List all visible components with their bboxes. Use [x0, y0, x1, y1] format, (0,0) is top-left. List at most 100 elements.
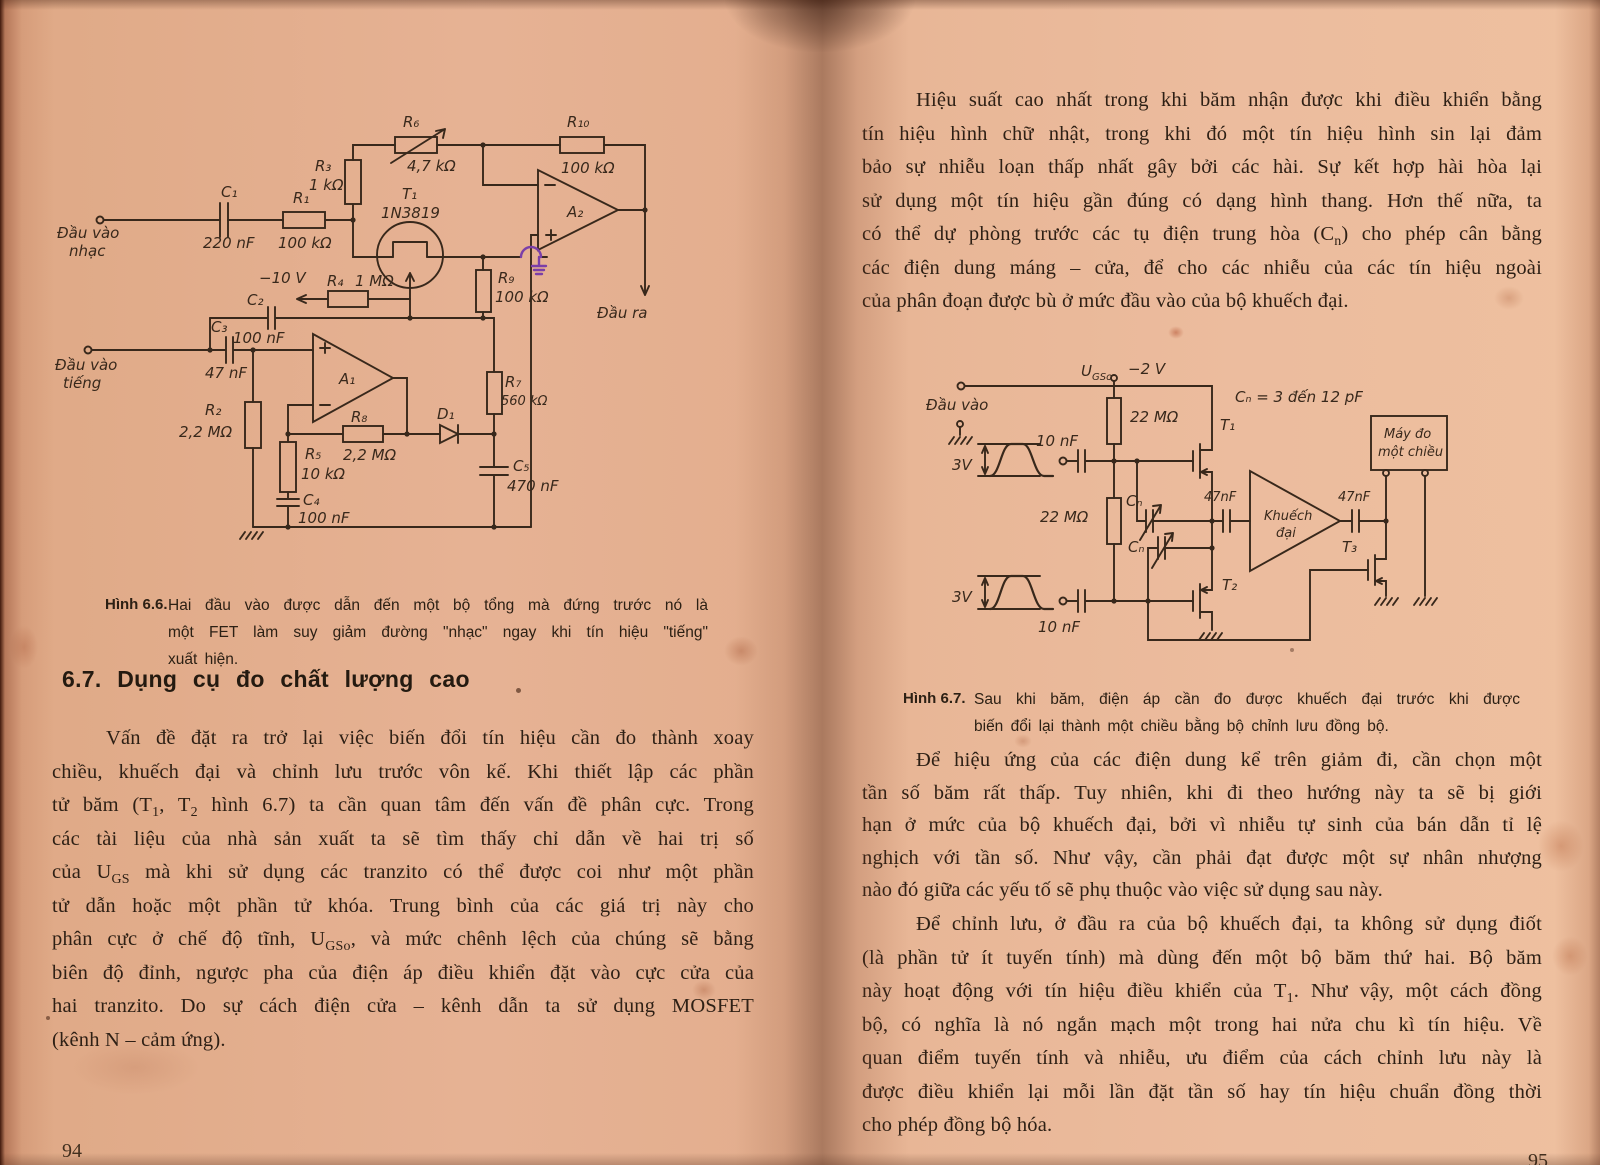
fig66-vneg-label: −10 V: [259, 269, 307, 287]
figure-6-6-caption-label: Hình 6.6.: [105, 596, 168, 613]
fig67-ugso-label: UGSo: [1081, 362, 1112, 383]
left-paragraph: Vấn đề đặt ra trở lại việc biến đổi tín …: [52, 722, 754, 1057]
fig66-r1-ref: R₁: [293, 189, 309, 207]
fig67-meter-label2: một chiều: [1378, 445, 1443, 460]
figure-6-7-caption: Sau khi băm, điện áp cần đo được khuếch …: [974, 686, 1520, 740]
fig66-r9-value: 100 kΩ: [495, 288, 549, 306]
text-line: này hoạt động với tín hiệu điều khiển củ…: [862, 980, 1543, 1007]
fig67-t2-ref: T₂: [1222, 576, 1237, 594]
fig66-c2-ref: C₂: [247, 291, 264, 309]
fig66-r3-value: 1 kΩ: [309, 176, 344, 194]
fig67-c1-value: 10 nF: [1036, 432, 1078, 450]
page-number-left: 94: [62, 1140, 82, 1162]
fig67-c47b-value: 47nF: [1338, 490, 1371, 505]
caption-line: một FET làm suy giảm đường "nhạc" ngay k…: [168, 624, 708, 641]
fig66-t1-type: 1N3819: [381, 204, 440, 222]
figure-6-7-schematic: Đầu vào UGSo −2 V 22 MΩ 10 nF 3V 22 MΩ 3…: [926, 360, 1448, 641]
fig66-a2-ref: A₂: [566, 203, 583, 221]
fig66-r4-ref: R₄: [327, 272, 343, 290]
fig67-c47a-value: 47nF: [1204, 490, 1237, 505]
text-line: chiều, khuếch đại và chỉnh lưu trước vôn…: [52, 760, 754, 783]
text-line: có thể dự phòng trước các tụ điện trung …: [862, 223, 1542, 250]
ink-speck: [46, 1016, 50, 1020]
text-line: Để hiệu ứng của các điện dung kể trên gi…: [916, 749, 1542, 771]
fig66-r5-value: 10 kΩ: [301, 465, 346, 483]
fig66-r10-ref: R₁₀: [567, 113, 589, 131]
text-line: biên độ đỉnh, ngược pha của điện áp điều…: [52, 961, 754, 984]
fig67-r1-value: 22 MΩ: [1130, 408, 1179, 426]
text-line: của phân đoạn được bù ở mức đầu vào của …: [862, 290, 1349, 312]
fig67-c2-value: 10 nF: [1038, 618, 1080, 636]
fig67-meter-label: Máy đo: [1384, 427, 1431, 442]
fig67-wave2-amplitude: 3V: [952, 588, 974, 606]
fig66-wires: [83, 128, 650, 540]
text-line: tần số băm rất thấp. Tuy nhiên, khi đi t…: [862, 781, 1542, 804]
fig67-amp-label: Khuếch: [1264, 509, 1312, 524]
text-line: phân cực ở chế độ tĩnh, UGSo, và mức chê…: [52, 928, 754, 955]
fig66-r5-ref: R₅: [305, 445, 321, 463]
fig67-cn-note: Cₙ = 3 đến 12 pF: [1235, 388, 1363, 406]
right-top-paragraph: Hiệu suất cao nhất trong khi băm nhận đư…: [862, 84, 1542, 319]
caption-line: xuất hiện.: [168, 651, 239, 668]
fig67-wave1-amplitude: 3V: [952, 456, 974, 474]
fig66-output-label: Đầu ra: [597, 304, 647, 322]
paper-stain: [1168, 326, 1184, 339]
fig67-amp-label2: đại: [1276, 526, 1296, 541]
text-line: cho phép đồng bộ hóa.: [862, 1114, 1053, 1136]
fig66-r8-value: 2,2 MΩ: [343, 446, 397, 464]
fig66-r7-ref: R₇: [505, 373, 521, 391]
text-line: Để chỉnh lưu, ở đầu ra của bộ khuếch đại…: [916, 913, 1542, 935]
text-line: hai tranzito. Do sự cách điện cửa – kênh…: [52, 995, 754, 1017]
text-line: (là phần tử ít tuyến tính) mà dùng đến m…: [862, 946, 1542, 969]
fig66-d1-ref: D₁: [437, 405, 455, 423]
page-edge-left: [0, 0, 54, 1165]
text-line: bộ, có nghĩa là nó ngắn mạch một trong h…: [862, 1013, 1542, 1036]
fig66-c3-value: 47 nF: [205, 364, 247, 382]
figure-6-6-schematic: Đầu vào nhạc C₁ 220 nF R₁ 100 kΩ R₃ 1 kΩ…: [55, 113, 650, 540]
text-line: các tài liệu của nhà sản xuất ta sẽ tìm …: [52, 827, 754, 850]
fig66-r1-value: 100 kΩ: [278, 234, 332, 252]
text-line: Vấn đề đặt ra trở lại việc biến đổi tín …: [106, 727, 754, 749]
fig66-r8-ref: R₈: [351, 408, 367, 426]
fig66-r6-value: 4,7 kΩ: [407, 157, 456, 175]
paper-stain: [1552, 936, 1588, 976]
text-line: sử dụng một tín hiệu gần đúng có dạng hì…: [862, 189, 1542, 212]
paper-stain: [10, 625, 38, 669]
figure-6-7-caption-label: Hình 6.7.: [903, 690, 966, 707]
fig67-cn1-ref: Cₙ: [1126, 492, 1142, 510]
fig66-c1-ref: C₁: [221, 183, 238, 201]
fig67-input-label: Đầu vào: [926, 396, 988, 414]
text-line: tín hiệu hình chữ nhật, trong khi đó một…: [862, 122, 1542, 145]
pen-annotation: [519, 245, 548, 276]
fig66-c5-ref: C₅: [513, 457, 530, 475]
text-line: của UGS mà khi sử dụng các tranzito có t…: [52, 861, 754, 888]
fig67-r2-value: 22 MΩ: [1040, 508, 1089, 526]
fig67-wires: [948, 374, 1448, 641]
fig66-r6-ref: R₆: [403, 113, 419, 131]
fig66-c4-value: 100 nF: [298, 509, 350, 527]
fig67-vneg-label: −2 V: [1128, 360, 1167, 378]
fig66-r2-ref: R₂: [205, 401, 221, 419]
text-line: được điều khiển lại mỗi lần đặt tần số h…: [862, 1080, 1542, 1103]
fig66-c1-value: 220 nF: [203, 234, 255, 252]
text-line: nào đó giữa các yếu tố sẽ phụ thuộc vào …: [862, 879, 1383, 901]
text-line: hạn ở mức của bộ khuếch đại, bởi vì nhiễ…: [862, 814, 1542, 836]
fig66-r7-value: 560 kΩ: [501, 394, 547, 409]
fig67-t1-ref: T₁: [1220, 416, 1235, 434]
fig66-r10-value: 100 kΩ: [561, 159, 615, 177]
fig66-input1-label: Đầu vào: [57, 224, 119, 242]
text-line: Hiệu suất cao nhất trong khi băm nhận đư…: [916, 89, 1542, 111]
fig66-input2-label2: tiếng: [63, 374, 101, 392]
caption-line: biến đổi lại thành một chiều bằng bộ chỉ…: [974, 718, 1389, 735]
caption-line: Hai đầu vào được dẫn đến một bộ tổng mà …: [168, 597, 708, 614]
paper-stain: [724, 636, 758, 666]
caption-line: Sau khi băm, điện áp cần đo được khuếch …: [974, 691, 1520, 708]
text-line: nghịch với tần số. Như vậy, cần phải đạt…: [862, 846, 1542, 869]
page-number-right: 95: [1528, 1150, 1548, 1165]
gutter-shadow: [725, 0, 915, 52]
fig66-r9-ref: R₉: [498, 269, 514, 287]
section-heading: 6.7. Dụng cụ đo chất lượng cao: [62, 666, 470, 692]
fig66-c4-ref: C₄: [303, 491, 320, 509]
figure-6-6-caption: Hai đầu vào được dẫn đến một bộ tổng mà …: [168, 592, 708, 673]
